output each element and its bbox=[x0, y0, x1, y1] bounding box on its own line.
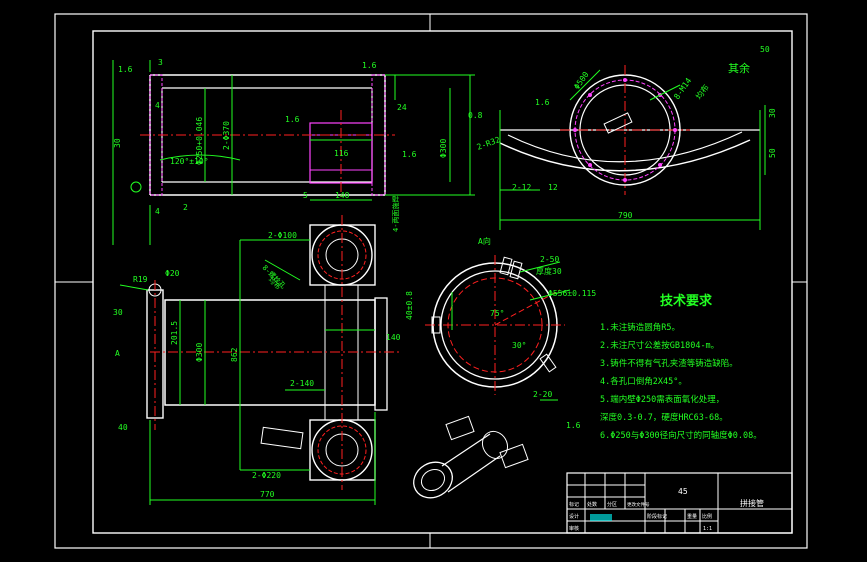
tb-f11: 设计 bbox=[569, 513, 579, 520]
tech-item-6: 深度0.3-0.7，硬度HRC63-68。 bbox=[600, 412, 728, 423]
dim-mc-3: Φ556±0.115 bbox=[548, 289, 596, 298]
tb-f8: 重量 bbox=[687, 513, 697, 520]
dim-ml-7: 201.5 bbox=[170, 321, 179, 345]
tb-f4: 更改文件号 bbox=[627, 501, 650, 508]
dim-ml-9: 862 bbox=[230, 347, 239, 362]
dim-tl-1: 1.6 bbox=[118, 65, 133, 74]
dim-tr-8: 12 bbox=[548, 183, 558, 192]
tb-part-name: 拼接管 bbox=[740, 498, 764, 508]
dim-tl-9: 24 bbox=[397, 103, 407, 112]
sheet-outer-border bbox=[54, 13, 808, 549]
ring-view-a bbox=[425, 255, 571, 401]
dim-ml-4: R19 bbox=[133, 275, 148, 284]
tb-f9: 比例 bbox=[702, 513, 712, 520]
dim-tl-10: 116 bbox=[334, 149, 349, 158]
dim-ml-13: 40 bbox=[118, 423, 128, 432]
tb-f1: 标记 bbox=[569, 501, 579, 508]
dim-tr-9: 790 bbox=[618, 211, 633, 220]
tb-f3: 分区 bbox=[607, 501, 617, 508]
tb-f7: 阶段标记 bbox=[647, 513, 667, 520]
tech-item-2: 2.未注尺寸公差按GB1804-m。 bbox=[600, 340, 719, 351]
dim-ml-5: Φ20 bbox=[165, 269, 180, 278]
tech-item-4: 4.各孔口倒角2X45°。 bbox=[600, 376, 687, 387]
tb-f12: 审核 bbox=[569, 525, 579, 532]
dim-tr-7: 2-12 bbox=[512, 183, 531, 192]
dim-tl-11: 1.6 bbox=[402, 150, 417, 159]
tb-f2: 处数 bbox=[587, 501, 597, 508]
dim-mc-7: 2-20 bbox=[533, 390, 552, 399]
dim-ml-14: 770 bbox=[260, 490, 275, 499]
dim-ml-12: 2-Φ220 bbox=[252, 471, 281, 480]
dim-tl-15: 2 bbox=[183, 203, 188, 212]
dim-tl-8: 2-Φ370 bbox=[222, 121, 231, 150]
tech-item-3: 3.铸件不得有气孔夹渣等铸造缺陷。 bbox=[600, 358, 738, 369]
dim-ml-8: Φ300 bbox=[195, 343, 204, 362]
dim-tl-3: 1.6 bbox=[362, 61, 377, 70]
isometric-sketch bbox=[413, 415, 529, 499]
dim-mc-1: 2-50 bbox=[540, 255, 559, 264]
view-top-right bbox=[499, 65, 766, 230]
title-block bbox=[566, 472, 793, 534]
dim-ml-1: 2-Φ100 bbox=[268, 231, 297, 240]
dim-tl-12: 140 bbox=[335, 191, 350, 200]
remaining-roughness: 50 bbox=[760, 45, 770, 54]
dim-mc-4: 40±0.8 bbox=[405, 291, 414, 320]
dim-tr-4: 1.6 bbox=[535, 98, 550, 107]
label-remaining: 其余 bbox=[728, 61, 750, 75]
section-view-top-left bbox=[112, 60, 475, 245]
dim-mc-5: 75° bbox=[490, 309, 504, 318]
dim-ml-10: 140 bbox=[386, 333, 401, 342]
tb-f10: 1:1 bbox=[703, 526, 712, 532]
dim-tl-13: Φ300 bbox=[439, 139, 448, 158]
dim-tl-6: 30 bbox=[113, 138, 122, 148]
section-mark-a: A bbox=[115, 349, 120, 358]
dim-mc-8: 1.6 bbox=[566, 421, 581, 430]
dim-tr-5: 0.8 bbox=[468, 111, 483, 120]
tech-item-7: 6.Φ250与Φ300径向尺寸的同轴度Φ0.08。 bbox=[600, 430, 762, 441]
dim-tr-10: 30 bbox=[768, 108, 777, 118]
dim-tl-17: 1.6 bbox=[285, 115, 300, 124]
tb-material: 45 bbox=[678, 487, 688, 496]
tech-title: 技术要求 bbox=[660, 293, 713, 309]
dim-ml-11: 2-140 bbox=[290, 379, 314, 388]
dim-tl-4: 4 bbox=[155, 101, 160, 110]
dim-tl-7: Φ250+0.046 bbox=[195, 117, 204, 165]
tech-item-5: 5.端内壁Φ250需表面氧化处理， bbox=[600, 394, 724, 405]
dim-ml-6: 30 bbox=[113, 308, 123, 317]
dim-tr-11: 50 bbox=[768, 148, 777, 158]
dim-mc-6: 30° bbox=[512, 341, 526, 350]
dim-tl-2: 3 bbox=[158, 58, 163, 67]
main-view-mid-left bbox=[119, 215, 400, 505]
tech-item-1: 1.未注铸造圆角R5。 bbox=[600, 322, 680, 333]
dim-tl-14: 5 bbox=[303, 191, 308, 200]
note-tl-weld: 4-两面施焊 bbox=[391, 196, 400, 232]
dim-mc-2: 厚度30 bbox=[536, 266, 562, 276]
view-label-a: A向 bbox=[478, 236, 491, 246]
dim-tl-16: 120°±10° bbox=[170, 157, 209, 166]
dim-tl-5: 4 bbox=[155, 207, 160, 216]
